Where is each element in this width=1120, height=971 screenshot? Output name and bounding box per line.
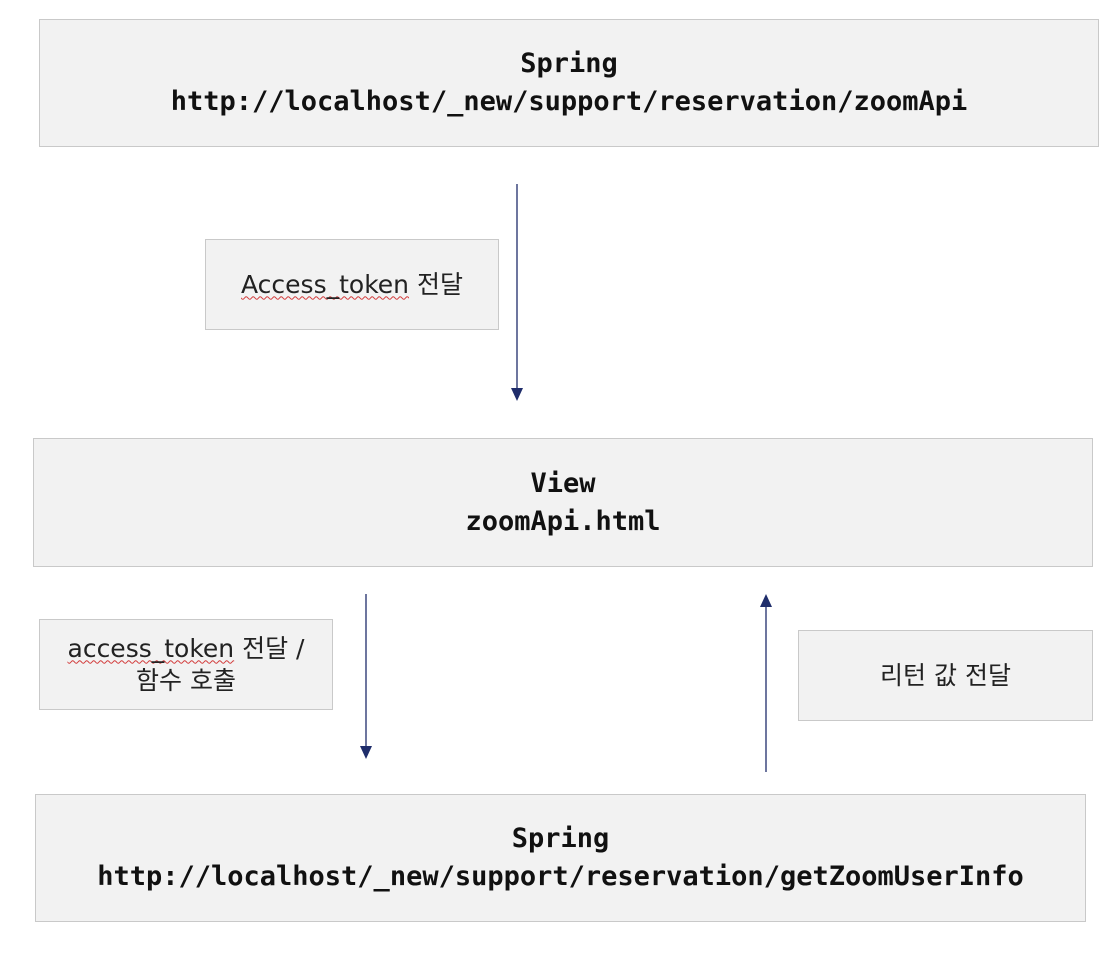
edge-label-line1: access_token 전달 / xyxy=(68,633,305,665)
return-value-label-box: 리턴 값 전달 xyxy=(798,630,1093,721)
arrow-middle-to-bottom xyxy=(360,594,372,759)
access-token-call-label-box: access_token 전달 / 함수 호출 xyxy=(39,619,333,710)
spellcheck-underlined-word: Access_token xyxy=(241,269,410,299)
view-node: View zoomApi.html xyxy=(33,438,1093,567)
edge-label-suffix: 전달 / xyxy=(234,633,305,663)
node-title: Spring xyxy=(520,48,618,79)
node-url: http://localhost/_new/support/reservatio… xyxy=(170,86,968,117)
spellcheck-underlined-word: access_token xyxy=(67,633,235,663)
spring-getzoomuserinfo-node: Spring http://localhost/_new/support/res… xyxy=(35,794,1086,922)
spring-zoomapi-node: Spring http://localhost/_new/support/res… xyxy=(39,19,1099,147)
node-file: zoomApi.html xyxy=(465,505,661,537)
arrow-bottom-to-middle xyxy=(760,594,772,772)
access-token-label-box: Access_token 전달 xyxy=(205,239,499,330)
node-title: Spring xyxy=(511,823,610,854)
edge-label-text: Access_token 전달 xyxy=(241,269,463,301)
edge-label-line2: 함수 호출 xyxy=(136,665,236,695)
node-title: View xyxy=(530,467,596,499)
edge-label-suffix: 전달 xyxy=(409,269,463,299)
edge-label-text: 리턴 값 전달 xyxy=(880,660,1011,690)
arrow-top-to-middle xyxy=(511,184,523,401)
node-url: http://localhost/_new/support/reservatio… xyxy=(97,861,1024,892)
